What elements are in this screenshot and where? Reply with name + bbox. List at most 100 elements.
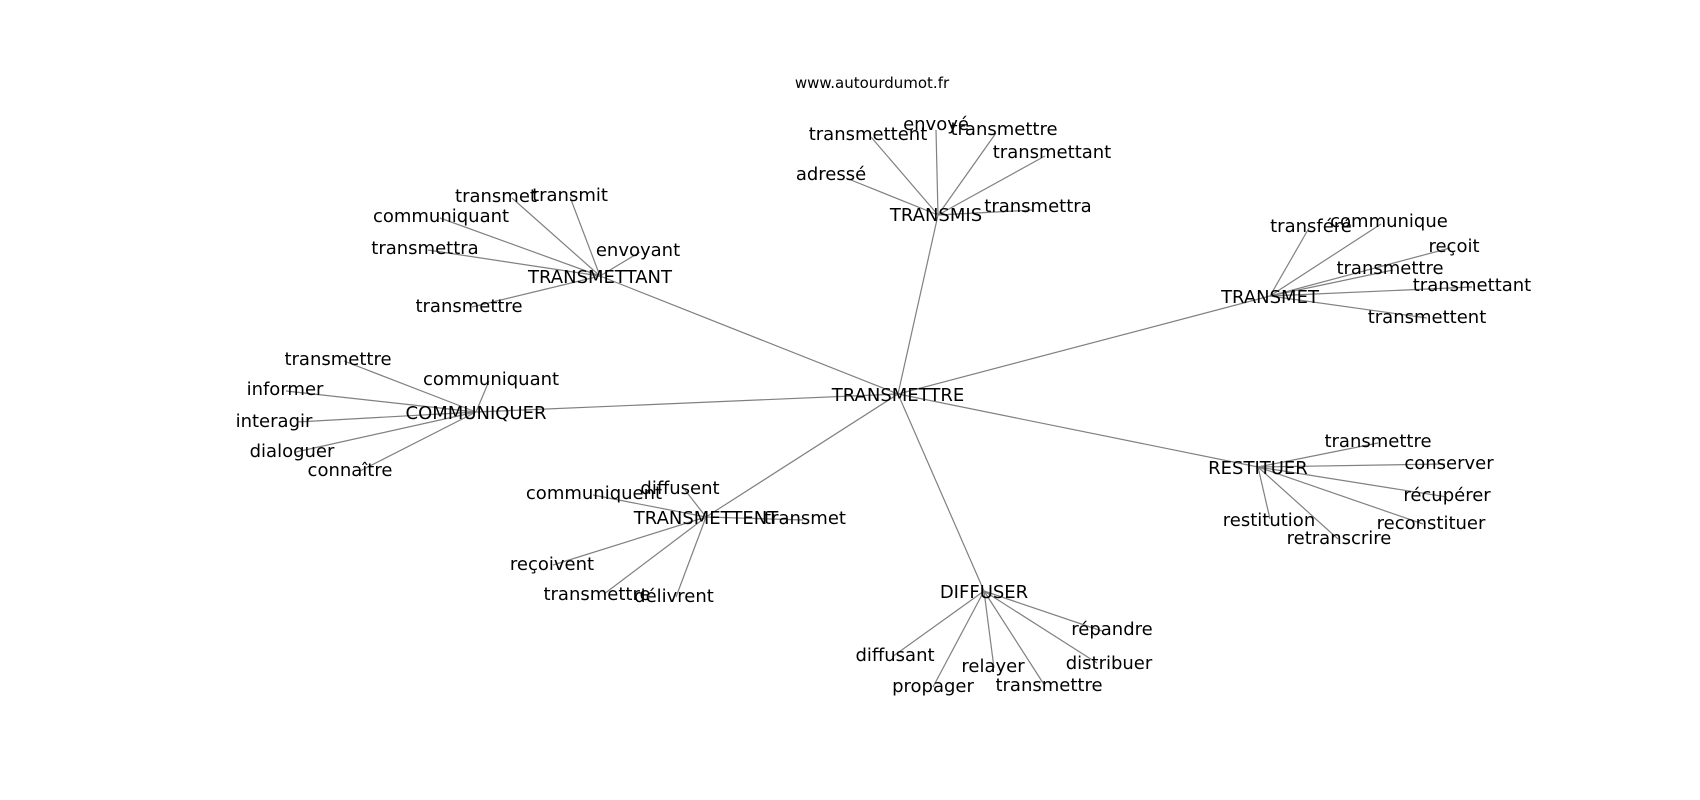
word-node[interactable]: reçoivent (510, 554, 594, 575)
hub-node-transmis[interactable]: TRANSMIS (889, 205, 982, 226)
graph-edge (296, 411, 477, 423)
word-node[interactable]: communiquent (526, 483, 662, 504)
graph-edge (1269, 227, 1310, 297)
word-node[interactable]: transmettent (1368, 307, 1487, 328)
graph-edge (937, 155, 1046, 216)
word-node[interactable]: transmettra (371, 238, 478, 259)
word-node[interactable]: communique (1330, 211, 1448, 232)
word-node[interactable]: informer (247, 379, 324, 400)
word-node[interactable]: transmettre (995, 675, 1102, 696)
graph-edge (552, 516, 707, 566)
word-node[interactable]: transmettre (415, 296, 522, 317)
graph-edge (983, 590, 995, 669)
graph-edge (1269, 269, 1394, 297)
graph-edge (471, 275, 601, 308)
graph-edge (937, 209, 1035, 216)
hub-node-diffuser[interactable]: DIFFUSER (940, 582, 1028, 603)
word-node[interactable]: transféré (1270, 216, 1352, 237)
word-node[interactable]: répandre (1071, 619, 1152, 640)
graph-edge (359, 411, 477, 472)
graph-edge (983, 590, 1103, 632)
graph-edges (285, 129, 1473, 688)
graph-edge (891, 590, 985, 658)
word-node[interactable]: adressé (796, 164, 866, 185)
word-node[interactable]: distribuer (1066, 653, 1153, 674)
word-node[interactable]: communiquant (373, 206, 509, 227)
graph-edge (705, 393, 899, 518)
graph-edge (1269, 223, 1382, 297)
graph-edge (603, 516, 707, 595)
graph-edge (935, 129, 939, 216)
graph-edge (1257, 466, 1448, 498)
word-node[interactable]: diffusent (640, 478, 719, 499)
word-node[interactable]: envoyant (596, 240, 680, 261)
graph-edge (897, 295, 1271, 395)
word-node[interactable]: connaître (308, 460, 393, 481)
graph-edge (1257, 442, 1379, 468)
hub-node-transmet[interactable]: TRANSMET (1220, 287, 1320, 308)
graph-edge (475, 380, 490, 413)
word-node[interactable]: reconstituer (1377, 513, 1486, 534)
word-node[interactable]: reçoit (1428, 236, 1479, 257)
word-node[interactable]: transmettre (1324, 431, 1431, 452)
word-node[interactable]: retranscrire (1287, 528, 1392, 549)
graph-edge (897, 393, 1259, 468)
word-node[interactable]: délivrent (634, 586, 714, 607)
graph-edge (1269, 295, 1428, 319)
word-node[interactable]: restitution (1223, 510, 1315, 531)
graph-edge (511, 197, 601, 277)
graph-edge (845, 177, 939, 216)
site-label: www.autourdumot.fr (795, 74, 950, 92)
word-node[interactable]: propager (892, 676, 974, 697)
word-node[interactable]: dialoguer (250, 441, 335, 462)
graph-edge (897, 393, 985, 592)
graph-edge (684, 489, 707, 518)
word-node[interactable]: transmet (764, 508, 846, 529)
graph-edge (569, 196, 601, 277)
word-node[interactable]: transmit (532, 185, 608, 206)
graph-edge (870, 136, 939, 216)
hub-node-transmettent[interactable]: TRANSMETTENT (633, 508, 779, 529)
word-node[interactable]: communiquant (423, 369, 559, 390)
graph-edge (1257, 466, 1339, 540)
graph-edge (285, 390, 477, 413)
graph-edge (897, 214, 939, 395)
graph-edge (1257, 463, 1446, 468)
graph-edge (475, 393, 899, 413)
word-node[interactable]: récupérer (1403, 485, 1491, 506)
graph-edge (439, 217, 601, 277)
word-node[interactable]: conserver (1404, 453, 1494, 474)
word-node[interactable]: relayer (961, 656, 1025, 677)
hub-node-restituer[interactable]: RESTITUER (1208, 458, 1308, 479)
graph-edge (705, 516, 804, 521)
graph-edge (937, 132, 997, 216)
word-node[interactable]: transmettant (993, 142, 1112, 163)
graph-edge (295, 411, 477, 453)
graph-edge (932, 590, 985, 688)
word-node[interactable]: diffusant (855, 645, 934, 666)
graph-edge (1269, 286, 1473, 297)
graph-edge (983, 590, 1046, 687)
graph-edge (1257, 466, 1271, 520)
graph-edge (343, 360, 477, 413)
graph-edge (599, 275, 899, 395)
graph-edge (1269, 247, 1451, 297)
word-node[interactable]: transmettent (809, 124, 928, 145)
graph-edge (427, 249, 601, 277)
word-node[interactable]: transmettre (950, 119, 1057, 140)
word-node[interactable]: transmet (455, 186, 537, 207)
word-node[interactable]: transmettant (1413, 275, 1532, 296)
word-node[interactable]: interagir (236, 411, 313, 432)
graph-edge (675, 516, 707, 598)
hub-node-transmettant[interactable]: TRANSMETTANT (527, 267, 673, 288)
word-node[interactable]: transmettre (1336, 258, 1443, 279)
word-node[interactable]: transmettre (284, 349, 391, 370)
hub-node-communiquer[interactable]: COMMUNIQUER (406, 403, 547, 424)
word-node[interactable]: envoyé (903, 114, 969, 135)
graph-edge (592, 494, 707, 518)
center-node[interactable]: TRANSMETTRE (831, 385, 964, 406)
word-node[interactable]: transmettre (543, 584, 650, 605)
graph-edge (983, 590, 1098, 664)
word-node[interactable]: transmettra (984, 196, 1091, 217)
